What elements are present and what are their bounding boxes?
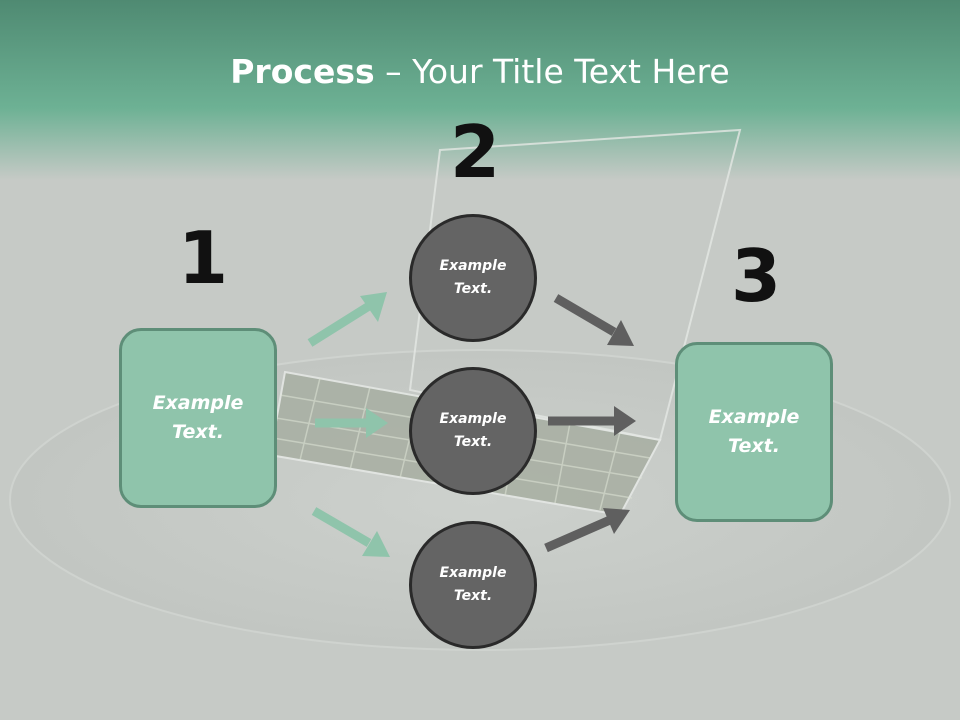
arrow-left-to-top: [307, 292, 387, 347]
circle-middle-text: Example Text.: [439, 411, 507, 450]
right-step-box: Example Text.: [675, 342, 833, 522]
left-step-text: Example Text.: [152, 392, 244, 443]
step-number-2: 2: [450, 110, 501, 194]
circle-top-text: Example Text.: [439, 258, 507, 297]
title-rest: – Your Title Text Here: [374, 52, 730, 91]
circle-bottom-text: Example Text.: [439, 565, 507, 604]
right-step-text: Example Text.: [708, 406, 800, 457]
arrow-left-to-middle: [315, 408, 388, 438]
arrow-left-to-bottom: [311, 507, 390, 557]
step-number-3: 3: [731, 234, 782, 318]
circle-step-bottom: Example Text.: [409, 521, 537, 649]
slide-title: Process – Your Title Text Here: [0, 52, 960, 91]
step-number-1: 1: [178, 216, 229, 300]
arrow-middle-to-right: [548, 406, 636, 436]
title-bold: Process: [230, 52, 375, 91]
circle-step-middle: Example Text.: [409, 367, 537, 495]
circle-step-top: Example Text.: [409, 214, 537, 342]
left-step-box: Example Text.: [119, 328, 277, 508]
arrow-bottom-to-right: [544, 508, 630, 553]
arrow-top-to-right: [553, 294, 634, 346]
